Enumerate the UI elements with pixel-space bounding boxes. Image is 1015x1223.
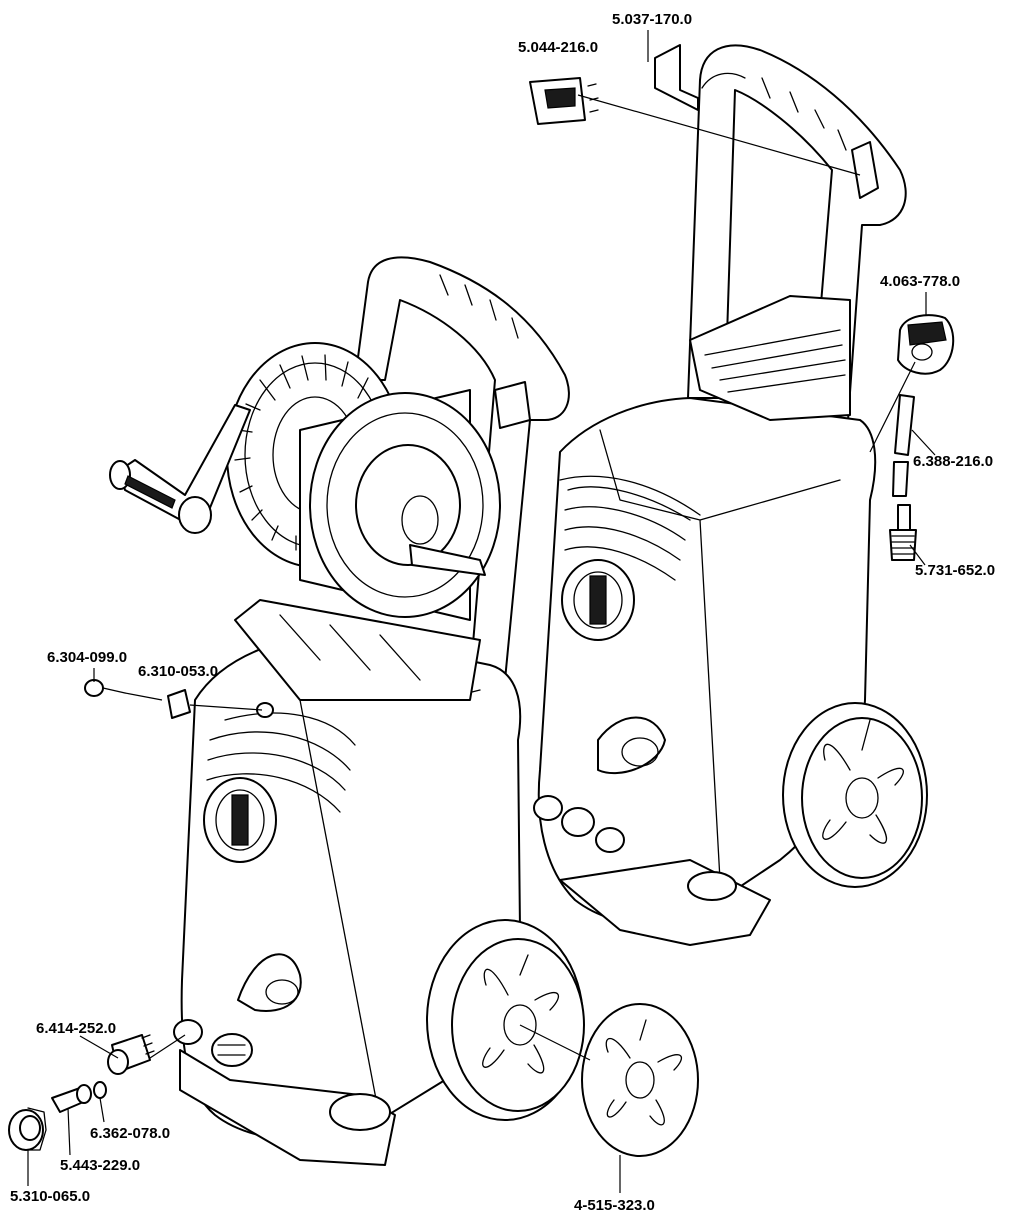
suction-hose-part (892, 394, 915, 497)
label-5-310-065-0: 5.310-065.0 (10, 1188, 91, 1205)
label-5-037-170-0: 5.037-170.0 (612, 11, 693, 28)
front-wheel (426, 919, 585, 1121)
hose-reel (109, 342, 501, 621)
front-handle (354, 256, 570, 681)
rear-handle-clip (851, 141, 879, 199)
label-5-443-229-0: 5.443-229.0 (60, 1157, 141, 1174)
front-machine (109, 256, 585, 1166)
cable-hook (654, 44, 699, 111)
rear-connectors (533, 795, 625, 853)
label-5-044-216-0: 5.044-216.0 (518, 39, 599, 56)
nipple-part (51, 1084, 92, 1113)
label-4-515-323-0: 4-515-323.0 (574, 1197, 655, 1214)
screw-part (84, 679, 126, 697)
leader-lines (27, 30, 936, 1193)
rear-machine (529, 44, 928, 946)
wheel-cover-part (581, 1003, 699, 1157)
o-ring-part (93, 1081, 107, 1099)
front-handle-clip (494, 381, 531, 429)
label-5-731-652-0: 5.731-652.0 (915, 562, 996, 579)
label-6-414-252-0: 6.414-252.0 (36, 1020, 117, 1037)
detergent-filter-part (897, 314, 955, 375)
retaining-clip-part (167, 689, 191, 719)
rear-wheel (782, 702, 928, 888)
label-6-388-216-0: 6.388-216.0 (913, 453, 994, 470)
coupling-part (107, 1034, 155, 1075)
handle-clip-part (529, 77, 599, 125)
label-6-304-099-0: 6.304-099.0 (47, 649, 128, 666)
label-6-362-078-0: 6.362-078.0 (90, 1125, 171, 1142)
hose-connector-part (889, 504, 917, 561)
union-nut-part (8, 1107, 47, 1151)
label-6-310-053-0: 6.310-053.0 (138, 663, 219, 680)
label-4-063-778-0: 4.063-778.0 (880, 273, 961, 290)
front-base (179, 1049, 396, 1166)
